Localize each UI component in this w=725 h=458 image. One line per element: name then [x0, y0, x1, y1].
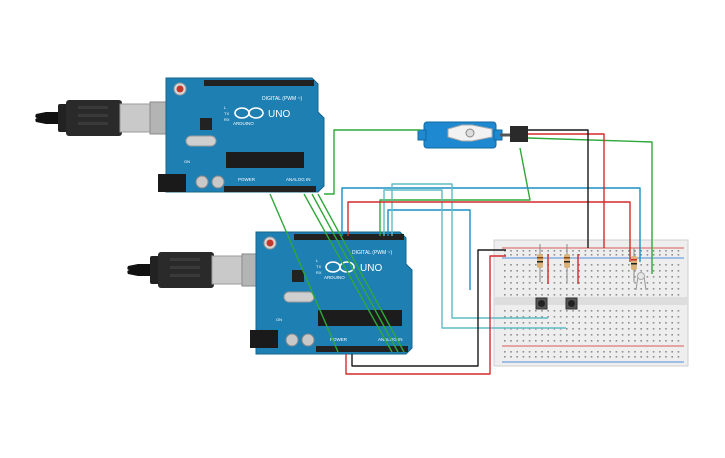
board-2-rx: RX — [316, 270, 322, 275]
wire-black-1 — [528, 129, 589, 248]
resistor-2[interactable] — [564, 244, 570, 282]
board-2-digital-label: DIGITAL (PWM ~) — [352, 250, 392, 256]
resistor-1[interactable] — [537, 244, 543, 282]
board-2-tx: TX — [316, 264, 321, 269]
push-button-2[interactable] — [565, 297, 578, 310]
breadboard[interactable] — [493, 239, 689, 367]
wire-green-7 — [379, 147, 531, 236]
resistor-3[interactable] — [631, 248, 637, 282]
wire-blue-1 — [341, 187, 641, 262]
board-2-on: ON — [276, 317, 282, 322]
wire-green-6 — [527, 137, 653, 274]
board-1-analog: ANALOG IN — [286, 177, 311, 182]
board-1-power: POWER — [238, 177, 256, 182]
board-2-l: L — [316, 258, 319, 263]
servo-motor[interactable] — [417, 121, 528, 149]
wires[interactable] — [269, 129, 653, 375]
board-1-tx: TX — [224, 111, 229, 116]
board-2-brand: ARDUINO — [324, 275, 345, 280]
wire-blue-2 — [387, 209, 471, 290]
arduino-board-1[interactable]: ARDUINO UNO DIGITAL (PWM ~) TX RX L ON P… — [158, 77, 325, 193]
usb-cable-2[interactable] — [127, 252, 265, 288]
board-1-on: ON — [184, 159, 190, 164]
wire-green-3 — [311, 193, 399, 353]
board-1-digital-label: DIGITAL (PWM ~) — [262, 96, 302, 102]
board-1-l: L — [224, 105, 227, 110]
wire-green-1 — [269, 193, 339, 353]
usb-cable-1[interactable] — [35, 100, 173, 136]
board-1-rx: RX — [224, 117, 230, 122]
push-button-1[interactable] — [535, 297, 548, 310]
wire-black-2 — [351, 249, 506, 367]
arduino-board-2[interactable]: ARDUINO UNO DIGITAL (PWM ~) TX RX L ON P… — [250, 231, 413, 355]
wire-red-1 — [347, 201, 631, 262]
board-2-model: UNO — [360, 263, 382, 274]
wire-green-4 — [317, 193, 405, 353]
wire-green-2 — [303, 193, 393, 353]
wire-green-5 — [324, 129, 420, 195]
led[interactable] — [635, 272, 647, 291]
board-1-brand: ARDUINO — [233, 121, 254, 126]
wire-red-3 — [345, 255, 506, 375]
board-2-power: POWER — [330, 337, 348, 342]
wire-red-2 — [528, 133, 605, 248]
board-2-analog: ANALOG IN — [378, 337, 403, 342]
board-1-model: UNO — [268, 109, 290, 120]
wire-teal-1 — [383, 189, 566, 329]
